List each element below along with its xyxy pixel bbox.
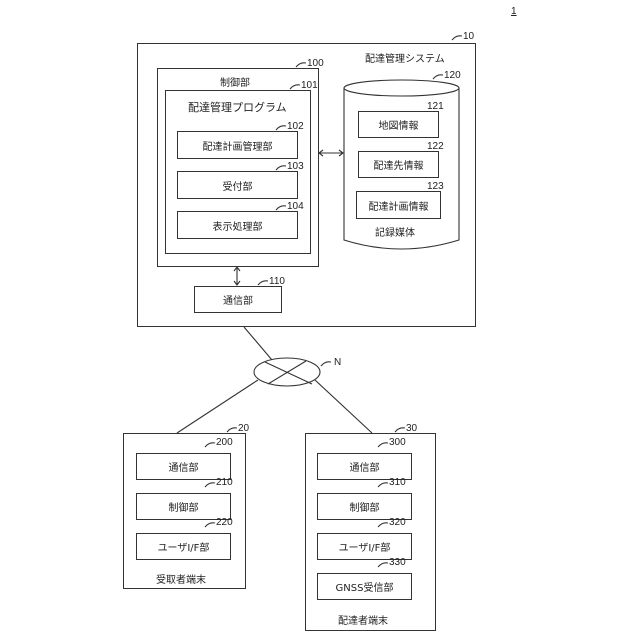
leader-20 [227,428,237,432]
unit-label: 通信部 [350,459,380,474]
unit-box: ユーザI/F部 [136,533,231,560]
ref-deliverer-terminal: 30 [406,423,417,434]
unit-box: 制御部 [317,493,412,520]
unit-label: ユーザI/F部 [339,539,391,554]
ref-storage: 120 [444,70,461,81]
unit-box: ユーザI/F部 [317,533,412,560]
module-box: 配達計画管理部 [177,131,298,159]
ref-control-unit: 100 [307,58,324,69]
comm-unit-label: 通信部 [223,292,253,307]
unit-box: 通信部 [136,453,231,480]
leader-N [321,362,331,366]
ref-unit: 200 [216,437,233,448]
ref-unit: 310 [389,477,406,488]
ref-unit: 330 [389,557,406,568]
storage-title: 記録媒体 [375,224,415,239]
storage-item-label: 配達計画情報 [369,198,429,213]
ref-system: 10 [463,31,474,42]
program-title: 配達管理プログラム [188,99,287,115]
figure-number: 1 [511,6,517,17]
system-title: 配達管理システム [365,50,445,65]
module-label: 表示処理部 [213,218,263,233]
module-label: 配達計画管理部 [203,138,273,153]
storage-item-box: 配達先情報 [358,151,439,178]
ref-unit: 210 [216,477,233,488]
storage-item-box: 配達計画情報 [356,191,441,219]
ref-program: 101 [301,80,318,91]
link-system-network [244,327,272,360]
deliverer-terminal-title: 配達者端末 [338,612,388,627]
unit-label: GNSS受信部 [336,579,394,594]
link-network-deliverer [315,380,372,433]
module-label: 受付部 [223,178,253,193]
comm-unit-box: 通信部 [194,286,282,313]
unit-label: 制御部 [169,499,199,514]
leader-10 [452,36,462,40]
ref-network: N [334,357,341,368]
unit-label: ユーザI/F部 [158,539,210,554]
ref-recipient-terminal: 20 [238,423,249,434]
storage-item-label: 配達先情報 [374,157,424,172]
unit-box: 通信部 [317,453,412,480]
module-box: 表示処理部 [177,211,298,239]
ref-unit: 320 [389,517,406,528]
unit-label: 制御部 [350,499,380,514]
unit-box: GNSS受信部 [317,573,412,600]
storage-item-box: 地図情報 [358,111,439,138]
module-box: 受付部 [177,171,298,199]
recipient-terminal-title: 受取者端末 [156,571,206,586]
unit-label: 通信部 [169,459,199,474]
ref-unit: 220 [216,517,233,528]
ref-unit: 300 [389,437,406,448]
unit-box: 制御部 [136,493,231,520]
leader-30 [395,428,405,432]
storage-item-label: 地図情報 [379,117,419,132]
control-unit-title: 制御部 [220,74,250,89]
